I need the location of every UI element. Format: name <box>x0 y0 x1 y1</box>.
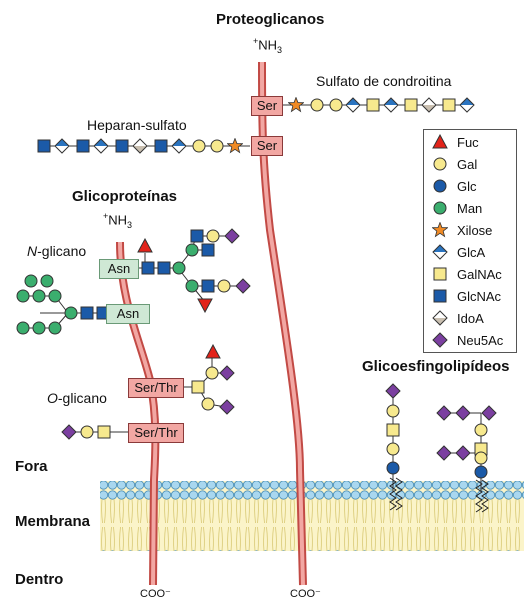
region-membrane: Membrana <box>15 513 91 530</box>
legend-item-glcnac: GlcNAc <box>432 285 501 307</box>
legend-item-fuc: Fuc <box>432 131 479 153</box>
legend-item-neu5ac: Neu5Ac <box>432 329 503 351</box>
title-glycoproteins: Glicoproteínas <box>72 188 178 205</box>
legend-item-glc: Glc <box>432 175 477 197</box>
region-inside: Dentro <box>15 571 64 588</box>
chondroitin-sulfate-chain <box>278 97 475 113</box>
circle-icon <box>433 201 447 215</box>
heparan-sulfate-chain <box>37 138 250 154</box>
title-proteoglycans: Proteoglicanos <box>216 11 325 28</box>
o-glycan-upper <box>182 344 235 415</box>
diamond-icon <box>432 332 448 348</box>
n-glycan-upper <box>137 228 251 313</box>
label-chondroitin-sulfate: Sulfato de condroitina <box>316 73 452 89</box>
legend-label: Man <box>457 200 483 216</box>
serthr-box-lower: Ser/Thr <box>128 423 184 443</box>
label-heparan-sulfate: Heparan-sulfato <box>87 117 187 133</box>
asn-box-lower: Asn <box>106 304 150 324</box>
legend-label: IdoA <box>457 310 484 326</box>
legend-item-man: Man <box>432 197 482 219</box>
split-diamond-icon <box>432 244 448 260</box>
legend-label: Gal <box>457 156 478 172</box>
legend-item-gal: Gal <box>432 153 477 175</box>
label-o-glycan: O-glicano <box>47 391 107 405</box>
three-sub: 3 <box>127 219 133 230</box>
circle-icon <box>433 179 447 193</box>
label-n-glycan: N-glicano <box>27 244 86 258</box>
legend-item-idoa: IdoA <box>432 307 484 329</box>
o-suffix: -glicano <box>57 390 107 406</box>
legend-item-glca: GlcA <box>432 241 485 263</box>
proteoglycan-core-protein <box>258 61 307 586</box>
legend-label: Glc <box>457 178 477 194</box>
n-prefix: N <box>27 243 38 259</box>
serthr-box-upper: Ser/Thr <box>128 378 184 398</box>
plus-sup: + <box>253 36 259 46</box>
legend-label: GlcA <box>457 244 486 260</box>
membrane-bilayer <box>100 481 524 551</box>
coo-label-glycoprotein: COO⁻ <box>140 588 171 600</box>
circle-icon <box>433 157 447 171</box>
o-glycan-lower <box>61 424 130 440</box>
plus-sup: + <box>103 211 109 221</box>
nh3-label-proteoglycan: +NH3 <box>253 37 282 55</box>
title-glycosphingolipids: Glicoesfingolipídeos <box>362 358 510 375</box>
ser-box-heparan: Ser <box>251 136 283 156</box>
nh-text: NH <box>108 212 128 228</box>
o-prefix: O <box>47 390 58 406</box>
split-diamond-icon <box>432 310 448 326</box>
glycosphingolipid-2 <box>436 405 497 513</box>
nh-text: NH <box>258 37 278 53</box>
legend-label: Neu5Ac <box>457 332 504 348</box>
nh3-label-glycoprotein: +NH3 <box>103 212 132 230</box>
asn-box-upper: Asn <box>99 259 139 279</box>
legend-item-xylose: Xilose <box>432 219 492 241</box>
legend-label: GalNAc <box>457 266 502 282</box>
glycosphingolipid-1 <box>385 383 403 511</box>
coo-label-proteoglycan: COO⁻ <box>290 588 321 600</box>
star-icon <box>432 222 448 238</box>
n-suffix: -glicano <box>37 243 87 259</box>
legend-label: GlcNAc <box>457 288 502 304</box>
triangle-icon <box>432 134 448 149</box>
legend-label: Xilose <box>457 222 493 238</box>
three-sub: 3 <box>277 44 283 55</box>
legend-label: Fuc <box>457 134 479 150</box>
square-icon <box>433 289 447 303</box>
square-icon <box>433 267 447 281</box>
n-glycan-lower <box>16 274 110 335</box>
ser-box-chondroitin: Ser <box>251 96 283 116</box>
region-outside: Fora <box>15 458 48 475</box>
legend: Fuc Gal Glc Man Xilose GlcA GalNAc GlcNA… <box>423 129 517 353</box>
legend-item-galnac: GalNAc <box>432 263 502 285</box>
